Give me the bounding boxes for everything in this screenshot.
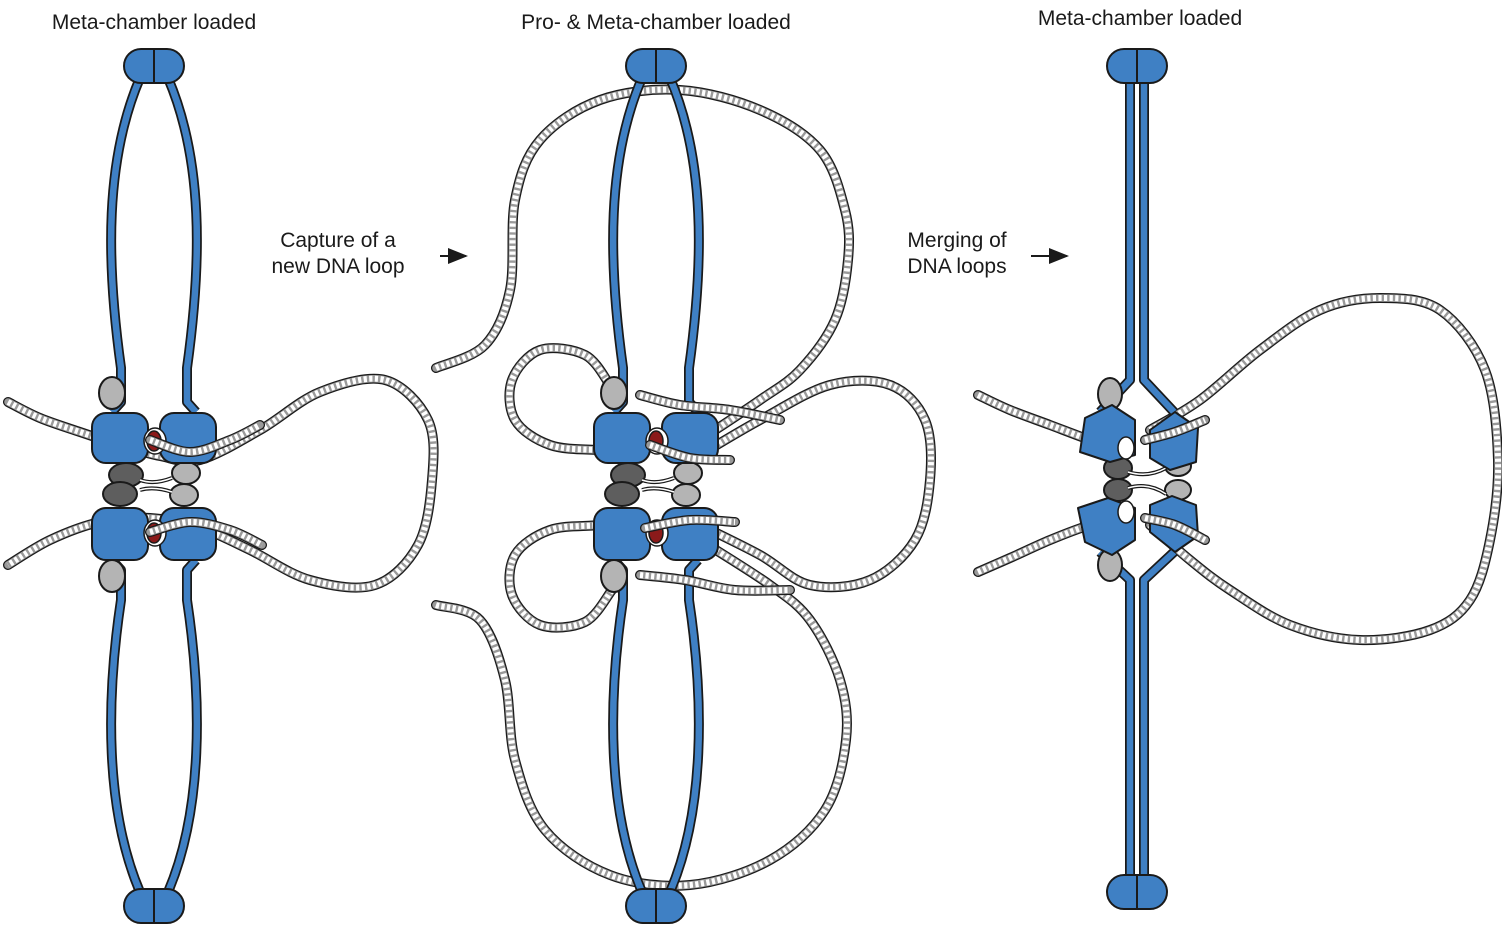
transition-label-1-line1: Capture of a	[280, 229, 396, 252]
panel-1-kleisin-linker-core	[139, 477, 173, 493]
panel-2-upper-arms	[609, 76, 703, 415]
panel-3-upper-arms-outline	[1096, 78, 1178, 416]
panel-2-subunit-bottom	[600, 559, 628, 593]
panel-3-site-top	[1117, 436, 1135, 460]
panel-2-dna-upper-loop-outline	[431, 84, 855, 445]
panel-2-subunit-top	[600, 376, 628, 410]
panel-3-site-bottom	[1117, 500, 1135, 524]
panel-3-kleisin-linker-core	[1127, 467, 1167, 495]
panel-1-head-bottom-left	[91, 507, 149, 561]
panel-2-title: Pro- & Meta-chamber loaded	[521, 11, 791, 34]
panel-1-subunit-top	[98, 376, 126, 410]
panel-3-lower-arms	[1097, 549, 1177, 878]
panel-2-kleisin-light-2	[671, 483, 701, 507]
panel-1-kleisin-light-1	[171, 461, 201, 485]
panel-1-dna-front-top-strand	[149, 422, 262, 456]
panel-2-dna-front-bottom-strand	[639, 572, 791, 594]
panel-1-dna-body	[4, 374, 438, 592]
panel-3-lower-arms-outline	[1096, 548, 1178, 878]
transition-label-1: Capture of a new DNA loop	[271, 228, 404, 280]
panel-1-kleisin-light-2	[169, 483, 199, 507]
panel-2-dna-upper-loop-strand	[434, 86, 853, 443]
panel-3-dna-front-top-strand	[1144, 417, 1207, 443]
panel-2-dna-right-loop-strand	[698, 377, 934, 591]
panel-1	[3, 48, 439, 924]
transition-label-1-line2: new DNA loop	[271, 255, 405, 278]
panel-2-head-top-left	[593, 412, 651, 464]
panel-2-lower-arms	[609, 557, 703, 894]
transition-label-2: Merging of DNA loops	[907, 228, 1006, 280]
panel-1-head-bottom-right	[159, 507, 217, 561]
panel-2	[431, 48, 936, 924]
panel-2-dna-front-mid-strand	[649, 442, 731, 463]
panel-1-dna-front-bottom-strand	[149, 518, 264, 548]
panel-1-upper-arms	[107, 76, 201, 415]
panel-3-upper-arms	[1097, 78, 1177, 415]
panel-2-kleisin-linker-core	[641, 477, 675, 493]
panel-3-dna-left-lower-strand	[976, 515, 1121, 575]
panel-2-head-bottom-left	[593, 507, 651, 561]
panel-2-kleisin-light-1	[673, 461, 703, 485]
panel-3-dna-front-bottom-strand	[1144, 515, 1207, 543]
panel-3-dna-merged-loop-strand	[1148, 294, 1502, 644]
panel-1-kleisin-dark-2	[102, 481, 138, 507]
panel-2-dna-front-top-strand	[639, 392, 781, 423]
panel-1-lower-arms	[107, 557, 201, 894]
panel-1-dna-strand	[6, 375, 437, 591]
panel-1-dna-outline	[3, 373, 439, 593]
panel-1-title: Meta-chamber loaded	[51, 11, 257, 34]
panel-2-dna-left-lower-loop-strand	[506, 517, 641, 631]
panel-3-title: Meta-chamber loaded	[1037, 7, 1243, 30]
panel-2-dna-lower-loop-strand	[435, 537, 850, 889]
panel-3-dna-merged-loop-outline	[1145, 292, 1502, 646]
transition-label-2-line2: DNA loops	[907, 255, 1007, 278]
panel-2-kleisin-dark-2	[604, 481, 640, 507]
panel-3-dna-merged-loop-body	[1146, 294, 1502, 644]
transition-label-2-line1: Merging of	[907, 229, 1007, 252]
panel-1-head-top-left	[91, 412, 149, 464]
panel-3	[973, 48, 1502, 910]
panel-2-dna-front-low-strand	[644, 516, 736, 531]
panel-1-subunit-bottom	[98, 559, 126, 593]
